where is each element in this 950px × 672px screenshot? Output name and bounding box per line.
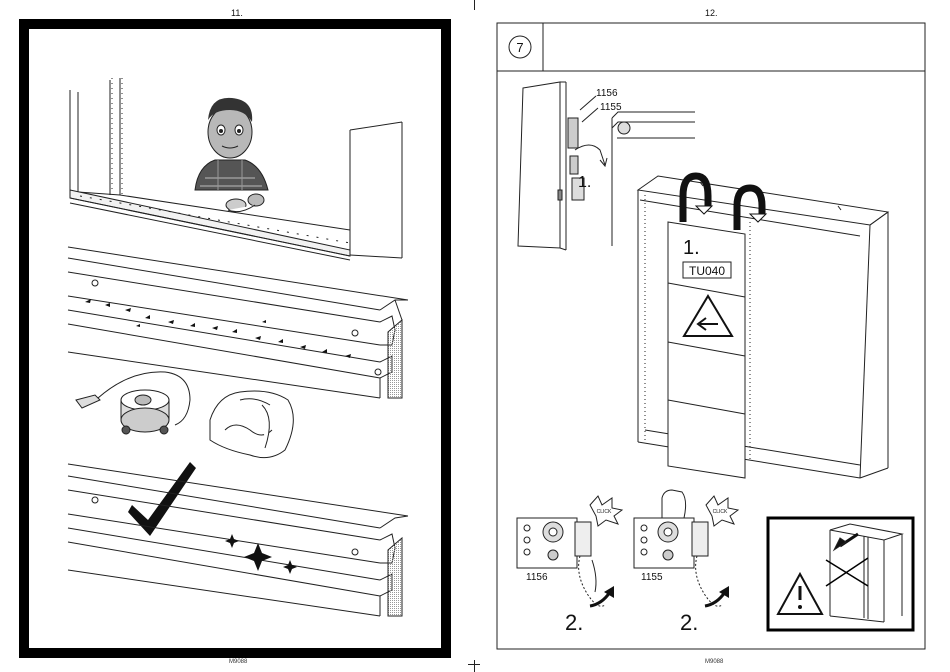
rotate-arrow-icon-left — [590, 592, 610, 606]
click-text-left: CLICK — [597, 509, 612, 515]
step-two-label-right: 2. — [680, 610, 698, 635]
rail-clean-illustration — [68, 464, 408, 616]
cleaning-cloth-illustration — [210, 391, 293, 458]
sparkle-icon — [225, 534, 297, 574]
dirt-marks — [85, 299, 351, 358]
rail-dirty-illustration — [68, 247, 408, 398]
worker-figure — [195, 98, 268, 212]
part-label-1155: 1155 — [600, 102, 622, 113]
vacuum-cleaner-illustration — [76, 372, 190, 434]
step-number: 7 — [516, 40, 523, 55]
tape-code-label: TU040 — [689, 264, 725, 278]
detail-right-part-label: 1155 — [641, 572, 663, 583]
step-two-label-left: 2. — [565, 610, 583, 635]
part-label-1156: 1156 — [596, 88, 618, 99]
detail-left-part-label: 1156 — [526, 572, 548, 583]
sliding-door — [668, 222, 745, 478]
step-one-label-door: 1. — [683, 237, 700, 259]
fitting-detail-1156 — [517, 518, 605, 606]
click-text-right: CLICK — [713, 509, 728, 515]
step-one-label-upper: 1. — [578, 174, 591, 191]
